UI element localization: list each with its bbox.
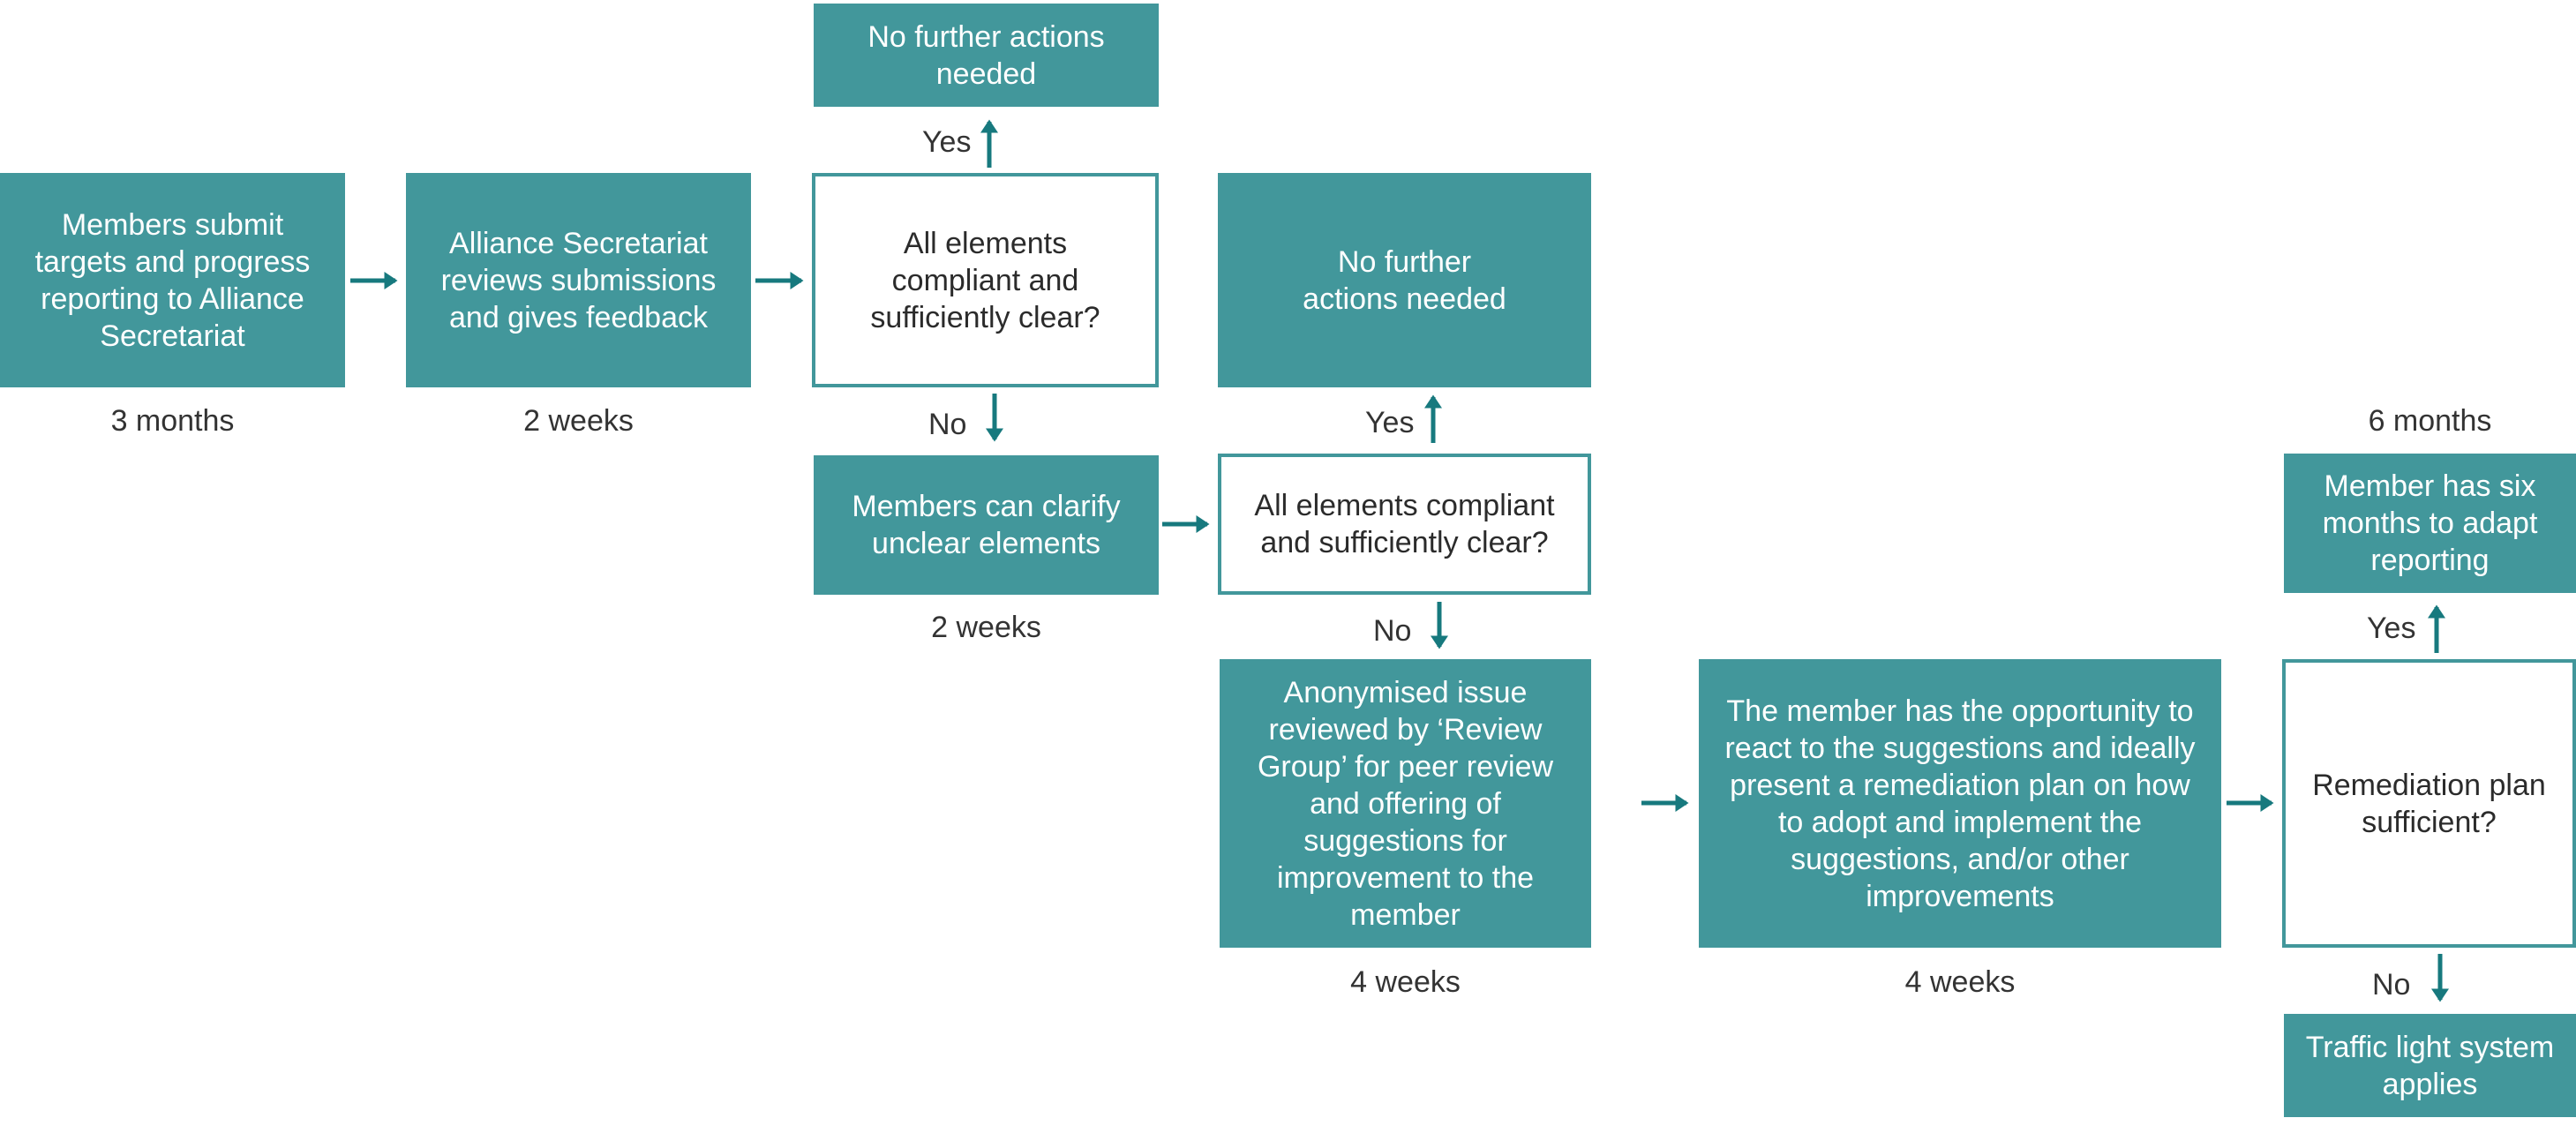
decision1-box: All elements compliant and sufficiently … <box>812 173 1159 387</box>
no-further2-text: No further actions needed <box>1303 244 1506 316</box>
opportunity-text: The member has the opportunity to react … <box>1724 694 2196 913</box>
duration-six-months: 6 months <box>2368 404 2492 438</box>
submit-text: Members submit targets and progress repo… <box>34 207 311 353</box>
no-label-2: No <box>1373 614 1412 648</box>
decision2-text: All elements compliant and sufficiently … <box>1254 489 1555 559</box>
remediation-box: Remediation plan sufficient? <box>2282 659 2576 948</box>
duration-review: 2 weeks <box>523 404 634 438</box>
traffic-light-text: Traffic light system applies <box>2305 1030 2555 1101</box>
review-text: Alliance Secretariat reviews submissions… <box>440 226 717 334</box>
opportunity-box: The member has the opportunity to react … <box>1699 659 2221 948</box>
six-months-box: Member has six months to adapt reporting <box>2284 454 2576 593</box>
clarify-text: Members can clarify unclear elements <box>852 490 1121 560</box>
review-box: Alliance Secretariat reviews submissions… <box>406 173 751 387</box>
no-further1-box: No further actions needed <box>814 4 1159 107</box>
submit-box: Members submit targets and progress repo… <box>0 173 345 387</box>
six-months-text: Member has six months to adapt reporting <box>2322 469 2538 577</box>
yes-label-1: Yes <box>922 125 972 159</box>
no-further2-box: No further actions needed <box>1218 173 1591 387</box>
yes-label-2: Yes <box>1365 406 1415 439</box>
remediation-text: Remediation plan sufficient? <box>2312 768 2546 839</box>
duration-anonymised: 4 weeks <box>1350 965 1461 999</box>
decision2-box: All elements compliant and sufficiently … <box>1218 454 1591 595</box>
duration-clarify: 2 weeks <box>931 611 1041 644</box>
duration-opportunity: 4 weeks <box>1904 965 2016 999</box>
anonymised-text: Anonymised issue reviewed by ‘Review Gro… <box>1257 675 1554 932</box>
no-further1-text: No further actions needed <box>867 19 1105 91</box>
no-label-1: No <box>928 408 967 441</box>
no-label-3: No <box>2372 968 2411 1002</box>
decision1-text: All elements compliant and sufficiently … <box>870 226 1100 334</box>
yes-label-3: Yes <box>2367 612 2416 645</box>
clarify-box: Members can clarify unclear elements <box>814 455 1159 595</box>
duration-submit: 3 months <box>110 404 235 438</box>
traffic-light-box: Traffic light system applies <box>2284 1014 2576 1117</box>
anonymised-box: Anonymised issue reviewed by ‘Review Gro… <box>1220 659 1591 948</box>
